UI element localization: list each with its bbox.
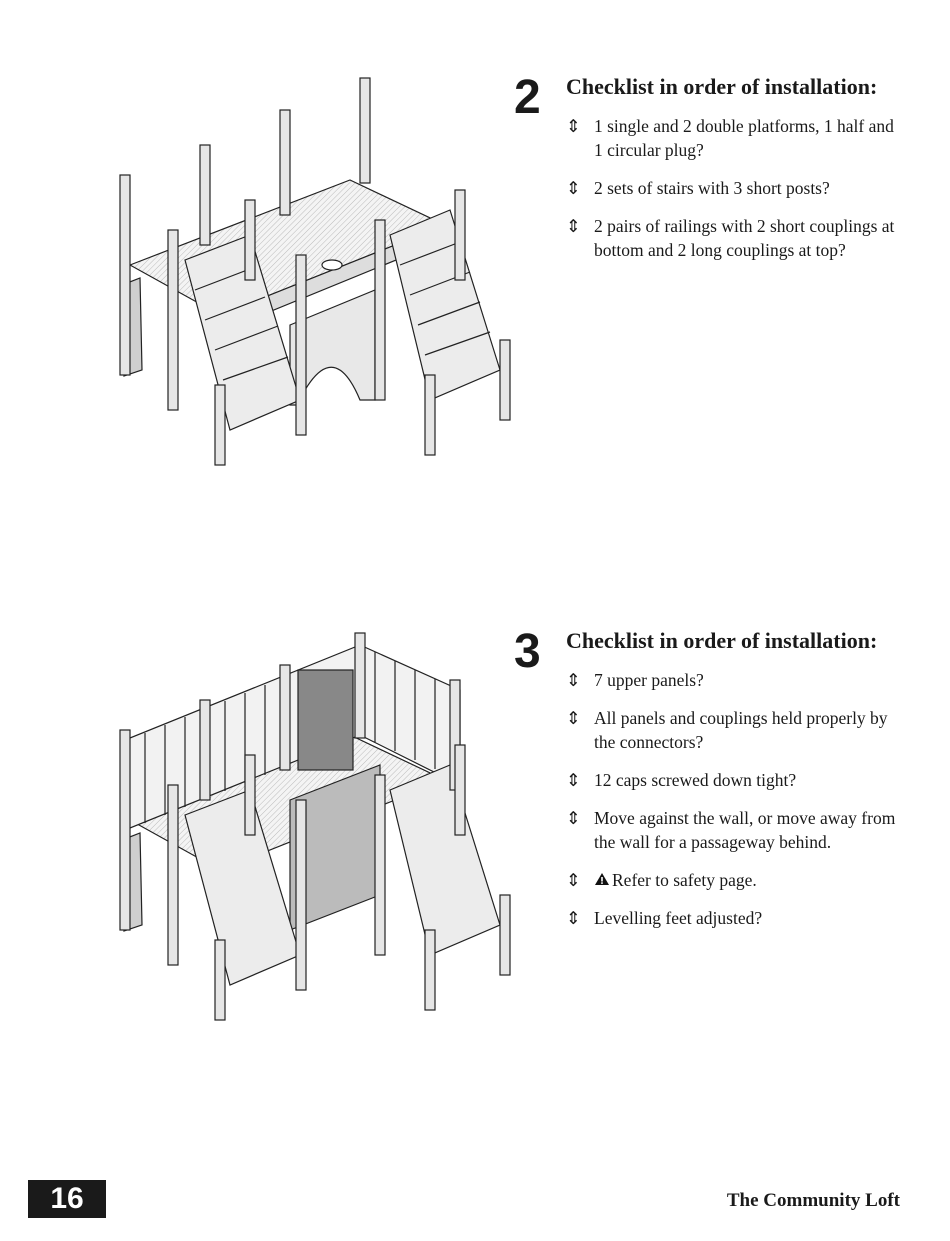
warning-triangle-icon [594,868,610,892]
checklist-heading: Checklist in order of installation: [566,74,878,99]
updown-arrow-icon: ⇕ [566,116,581,136]
checklist-item: ⇕Levelling feet adjusted? [566,908,763,928]
updown-arrow-icon: ⇕ [566,216,581,236]
checklist: ⇕7 upper panels? ⇕All panels and couplin… [566,668,906,944]
checklist-item: ⇕2 sets of stairs with 3 short posts? [566,178,830,198]
checklist-item: ⇕Move against the wall, or move away fro… [566,808,896,852]
checklist-item: ⇕12 caps screwed down tight? [566,770,797,790]
loft-structure-panels-illustration [119,632,511,1021]
checklist-item: ⇕All panels and couplings held properly … [566,708,888,752]
checklist: ⇕1 single and 2 double platforms, 1 half… [566,114,906,276]
updown-arrow-icon: ⇕ [566,708,581,728]
checklist-item: ⇕2 pairs of railings with 2 short coupli… [566,216,895,260]
step2-illustration [100,70,530,480]
checklist-item: ⇕7 upper panels? [566,670,704,690]
step3-illustration [100,625,530,1035]
checklist-heading: Checklist in order of installation: [566,628,878,653]
updown-arrow-icon: ⇕ [566,808,581,828]
updown-arrow-icon: ⇕ [566,770,581,790]
step-number: 2 [514,71,541,124]
checklist-item: ⇕1 single and 2 double platforms, 1 half… [566,116,894,160]
loft-structure-posts-illustration [119,77,511,466]
updown-arrow-icon: ⇕ [566,870,581,890]
step-number: 3 [514,625,541,678]
updown-arrow-icon: ⇕ [566,908,581,928]
checklist-item: ⇕Refer to safety page. [566,868,757,892]
updown-arrow-icon: ⇕ [566,178,581,198]
updown-arrow-icon: ⇕ [566,670,581,690]
page-number: 16 [28,1180,106,1218]
footer-title: The Community Loft [726,1190,900,1211]
